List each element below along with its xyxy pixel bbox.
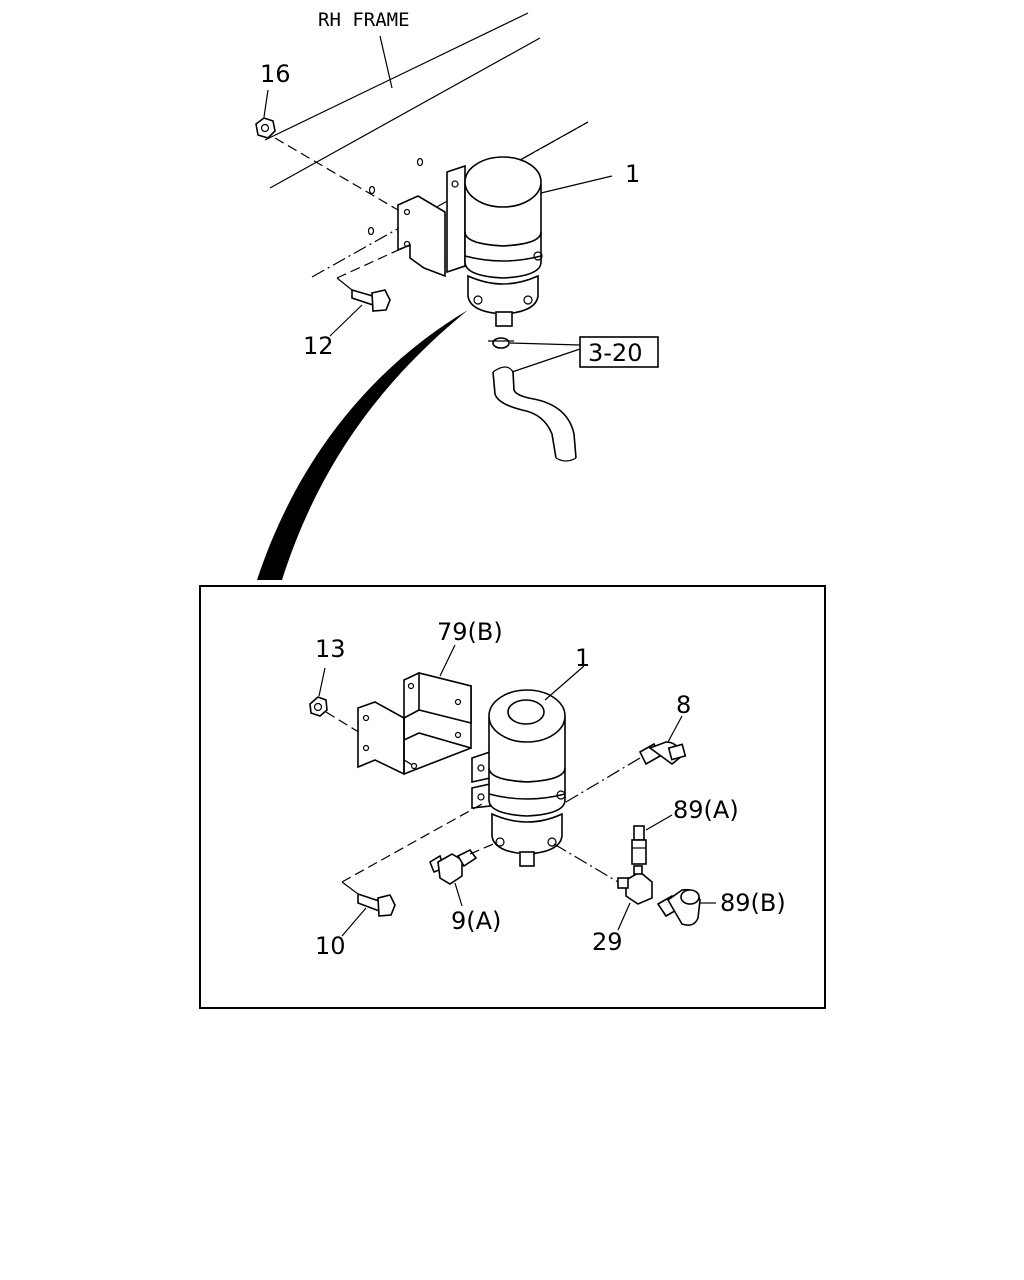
ref-box-label: 3-20 <box>588 339 642 367</box>
filter-top: 1 <box>464 121 640 327</box>
ref-box <box>579 336 659 368</box>
zoom-arc <box>257 310 468 580</box>
rh-frame-label: RH FRAME <box>318 9 410 31</box>
bolt-12: 12 <box>303 245 408 360</box>
callout-1-detail: 1 <box>575 644 590 672</box>
top-view: RH FRAME 16 <box>255 9 659 580</box>
callout-89a: 89(A) <box>673 796 739 824</box>
bracket-79b: 79(B) <box>357 618 503 776</box>
callout-10: 10 <box>315 932 346 960</box>
rh-frame-rails: RH FRAME <box>264 9 589 278</box>
elbow-89b: 89(B) <box>656 888 786 926</box>
callout-1-top: 1 <box>625 160 640 188</box>
filter-detail: 1 <box>471 644 590 867</box>
callout-9a: 9(A) <box>451 907 501 935</box>
fitting-89a: 89(A) <box>631 796 739 865</box>
tee-29: 29 <box>553 843 653 956</box>
elbow-9a: 9(A) <box>429 841 501 935</box>
callout-13: 13 <box>315 635 346 663</box>
callout-16: 16 <box>260 60 291 88</box>
bracket-top <box>397 164 466 278</box>
callout-89b: 89(B) <box>720 889 786 917</box>
callout-29: 29 <box>592 928 623 956</box>
callout-8: 8 <box>676 691 691 719</box>
detail-view: 13 79(B) <box>199 585 826 1009</box>
elbow-8: 8 <box>565 691 691 803</box>
callout-79b: 79(B) <box>437 618 503 646</box>
nut-16: 16 <box>255 60 399 211</box>
nut-13: 13 <box>309 635 415 767</box>
hose-assembly: 3-20 <box>488 336 659 462</box>
callout-12: 12 <box>303 332 334 360</box>
bolt-10: 10 <box>315 803 483 960</box>
detail-frame <box>199 585 826 1009</box>
